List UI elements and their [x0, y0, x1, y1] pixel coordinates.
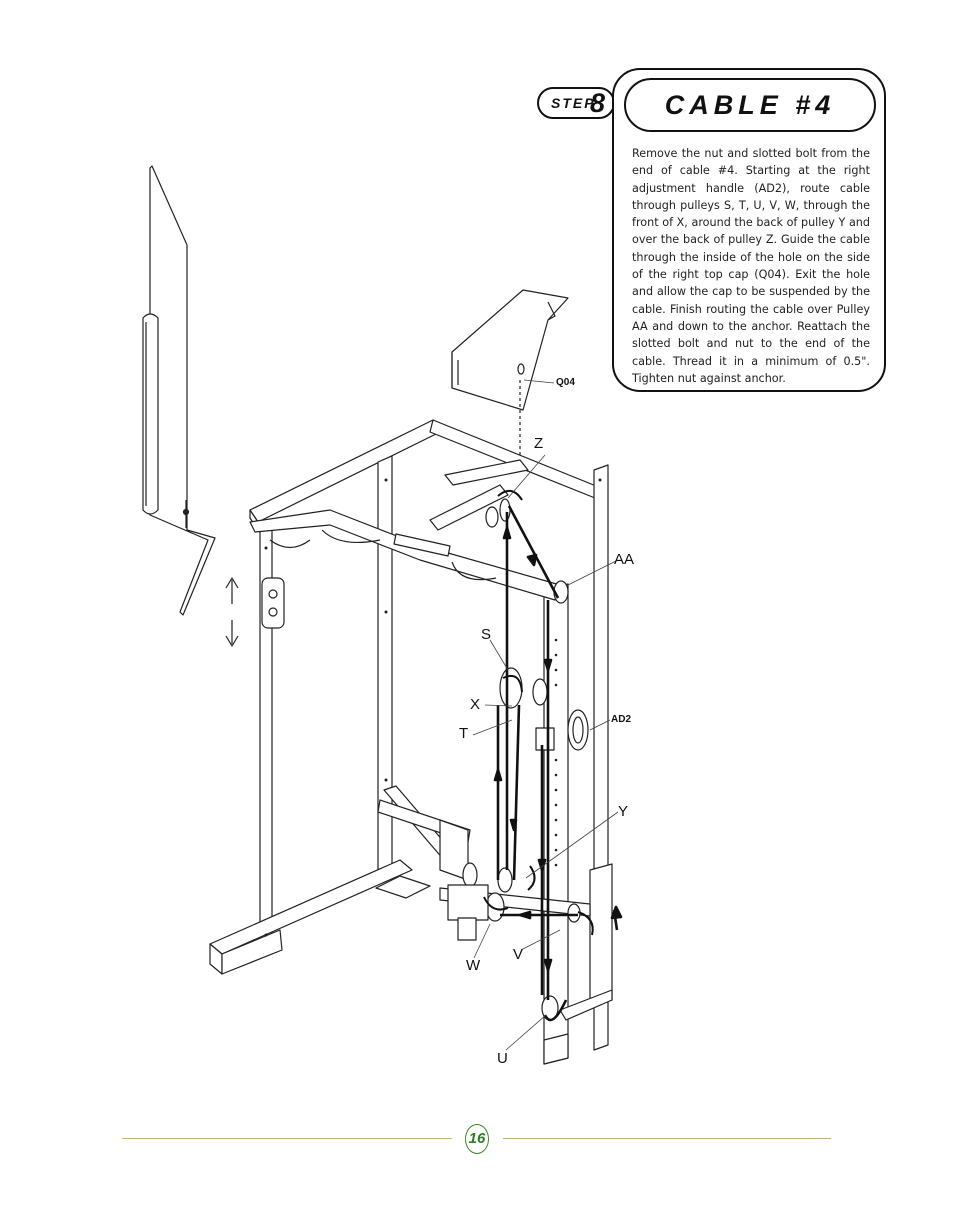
- label-s: S: [481, 626, 492, 643]
- page-title: CABLE #4: [664, 90, 836, 120]
- side-panel-drawing: [142, 165, 216, 616]
- label-v: V: [513, 946, 524, 963]
- label-u: U: [497, 1050, 508, 1067]
- label-w: W: [466, 957, 481, 974]
- cable-route: [483, 489, 623, 1022]
- frame-drawing: [209, 419, 613, 1065]
- page-number: 16: [468, 1130, 486, 1147]
- label-y: Y: [618, 803, 629, 820]
- instruction-text: Remove the nut and slotted bolt from the…: [632, 147, 870, 385]
- leader-lines: [472, 379, 619, 1051]
- title-pill: CABLE #4: [624, 78, 876, 132]
- label-q04: Q04: [556, 377, 575, 388]
- footer-rule-right: [503, 1138, 831, 1139]
- step-number: 8: [590, 88, 606, 118]
- footer-rule-left: [122, 1138, 452, 1139]
- label-t: T: [459, 725, 469, 742]
- label-x: X: [470, 696, 481, 713]
- label-ad2: AD2: [611, 714, 632, 725]
- step-word: STEP: [551, 95, 596, 111]
- page-number-badge: 16: [465, 1124, 489, 1154]
- label-aa: AA: [614, 551, 635, 568]
- label-z: Z: [534, 435, 544, 452]
- step-badge: STEP 8: [537, 87, 615, 119]
